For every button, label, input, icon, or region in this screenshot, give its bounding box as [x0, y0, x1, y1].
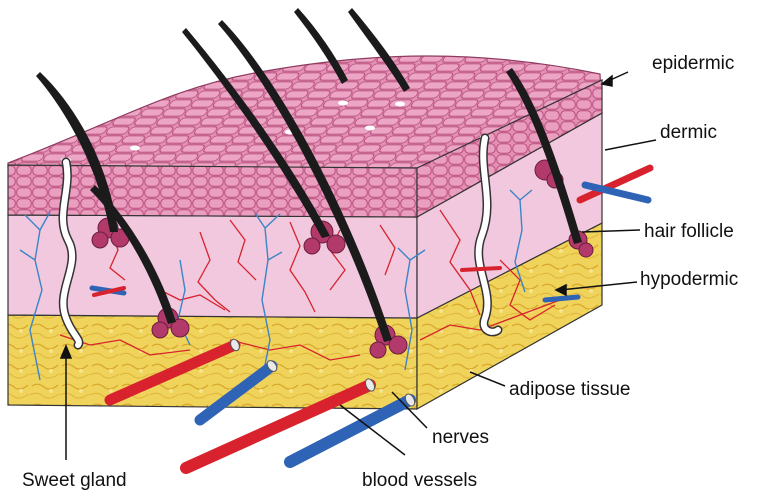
- label-hair-follicle: hair follicle: [644, 221, 734, 242]
- label-sweet-gland: Sweet gland: [22, 470, 127, 491]
- epidermis-side: [416, 79, 603, 219]
- label-epidermic: epidermic: [652, 53, 734, 74]
- vein-side-1: [581, 181, 652, 204]
- hair-shafts: [36, 8, 582, 342]
- label-dermic: dermic: [660, 122, 717, 143]
- artery-small-left: [92, 286, 126, 297]
- capillary-network: [59, 209, 561, 361]
- artery-front-1: [104, 339, 241, 406]
- hair-4: [218, 20, 392, 342]
- vein-front-2: [284, 394, 416, 468]
- artery-small-mid: [460, 266, 502, 272]
- hair-2: [90, 185, 176, 324]
- sweat-gland: [58, 133, 503, 350]
- hair-6: [348, 8, 410, 92]
- hair-7: [506, 68, 582, 244]
- hair-3: [182, 28, 330, 238]
- label-hypodermic: hypodermic: [640, 269, 738, 290]
- label-adipose-tissue: adipose tissue: [509, 379, 630, 400]
- vein-small-right: [542, 294, 581, 303]
- blood-vessels-group: [89, 164, 654, 474]
- label-nerves: nerves: [432, 427, 489, 448]
- hair-follicles: [36, 8, 594, 359]
- epidermis-top: [7, 55, 603, 169]
- diagram-labels: epidermic dermic hair follicle hypodermi…: [22, 53, 738, 491]
- artery-side-1: [576, 164, 654, 204]
- hair-1: [36, 72, 118, 232]
- artery-front-2: [180, 379, 376, 474]
- nerve-branches: [19, 189, 533, 381]
- pointer-lines: [59, 71, 657, 460]
- label-blood-vessels: blood vessels: [362, 470, 477, 491]
- hypodermis-layer: [7, 222, 603, 411]
- hair-5: [294, 8, 348, 84]
- vein-front-1: [194, 360, 278, 426]
